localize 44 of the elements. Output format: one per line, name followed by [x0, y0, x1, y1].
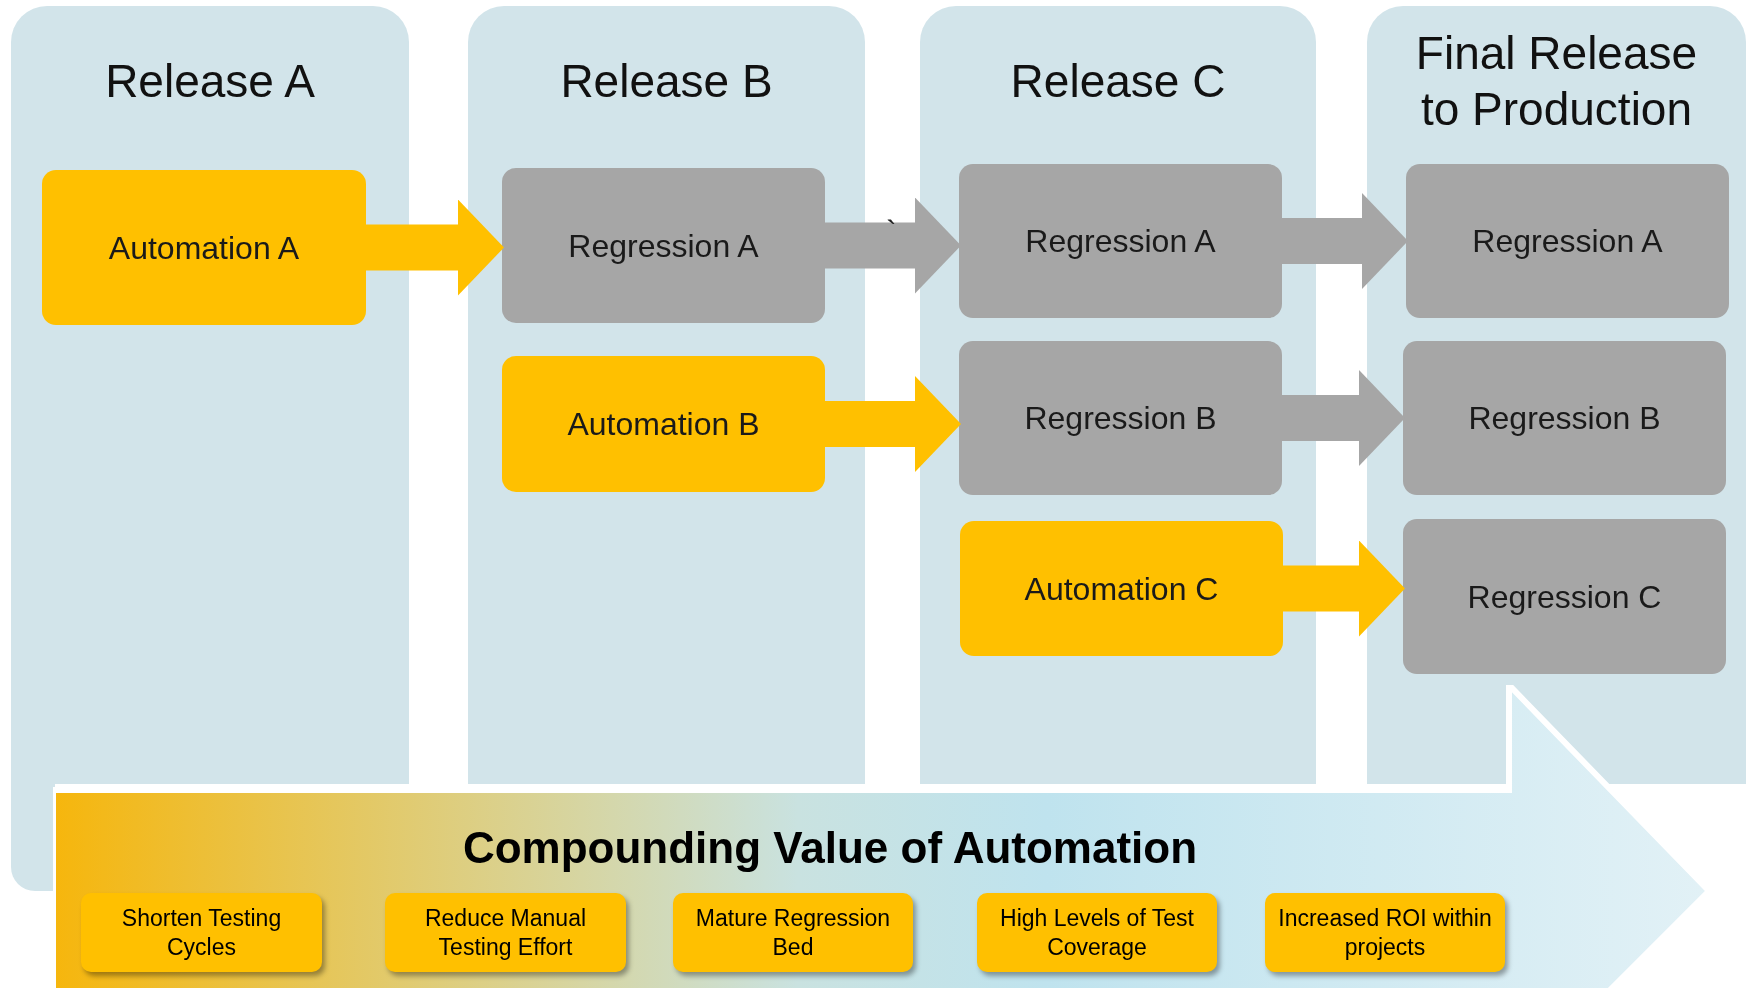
edge-label: `: [886, 215, 897, 248]
node-text: Automation C: [1024, 569, 1219, 609]
benefit-box: [385, 893, 626, 972]
node-text: Regression A: [568, 226, 759, 266]
node-text: Automation B: [567, 405, 760, 444]
node-text: Regression B: [1468, 399, 1661, 438]
block-arrow: [1282, 193, 1408, 289]
benefit-box: [673, 893, 913, 972]
node-text: Regression A: [1472, 222, 1663, 261]
block-arrow: [1283, 540, 1405, 637]
block-arrow: [1282, 370, 1405, 466]
node-text: High Levels of Test Coverage: [999, 903, 1195, 962]
node-text: Release A: [105, 54, 315, 109]
regression-box: [1403, 341, 1726, 495]
node-text: Increased ROI within projects: [1277, 903, 1493, 962]
automation-box: [960, 521, 1283, 656]
node-text: Final Release to Production: [1414, 26, 1699, 137]
regression-box: [1406, 164, 1729, 318]
release-column: [468, 6, 865, 784]
release-column: [11, 6, 409, 784]
node-text: Regression B: [1024, 399, 1217, 438]
benefit-box: [1265, 893, 1505, 972]
regression-box: [1403, 519, 1726, 674]
node-text: Regression A: [1025, 222, 1216, 261]
benefit-box: [81, 893, 322, 972]
release-column: [1367, 6, 1746, 784]
automation-box: [42, 170, 366, 325]
automation-box: [502, 356, 825, 492]
node-text: Mature Regression Bed: [694, 903, 892, 962]
node-text: Release B: [560, 54, 773, 109]
block-arrow: [825, 197, 961, 294]
release-column: [920, 6, 1316, 784]
node-text: Automation A: [108, 228, 300, 268]
block-arrow: [825, 376, 961, 472]
node-text: Release C: [1010, 54, 1226, 109]
node-text: Shorten Testing Cycles: [120, 903, 283, 962]
node-text: Compounding Value of Automation: [462, 822, 1198, 874]
regression-box: [959, 341, 1282, 495]
node-text: Regression C: [1467, 577, 1662, 617]
regression-box: [502, 168, 825, 323]
block-arrow: [366, 199, 504, 296]
node-text: Reduce Manual Testing Effort: [423, 903, 588, 962]
regression-box: [959, 164, 1282, 318]
benefit-box: [977, 893, 1217, 972]
